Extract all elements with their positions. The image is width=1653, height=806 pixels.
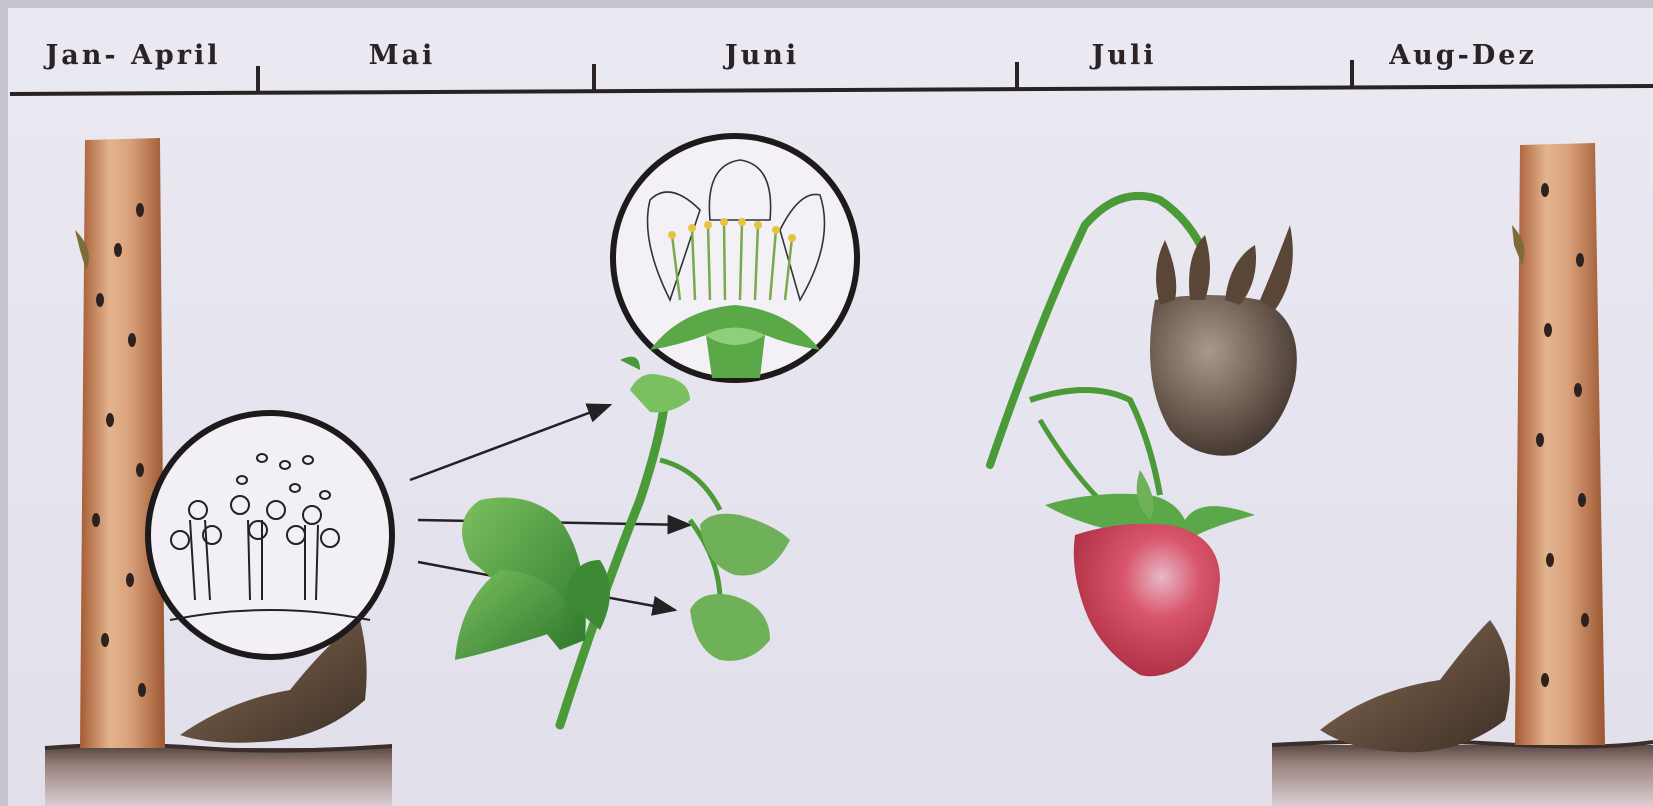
timeline-axis xyxy=(10,60,1653,94)
flowering-stem-juni xyxy=(455,357,790,725)
spore-magnifier-circle xyxy=(148,413,392,657)
fruit-stage-juli xyxy=(990,196,1297,676)
flower-magnifier-circle xyxy=(613,136,857,380)
infected-cane-right xyxy=(1272,143,1653,806)
